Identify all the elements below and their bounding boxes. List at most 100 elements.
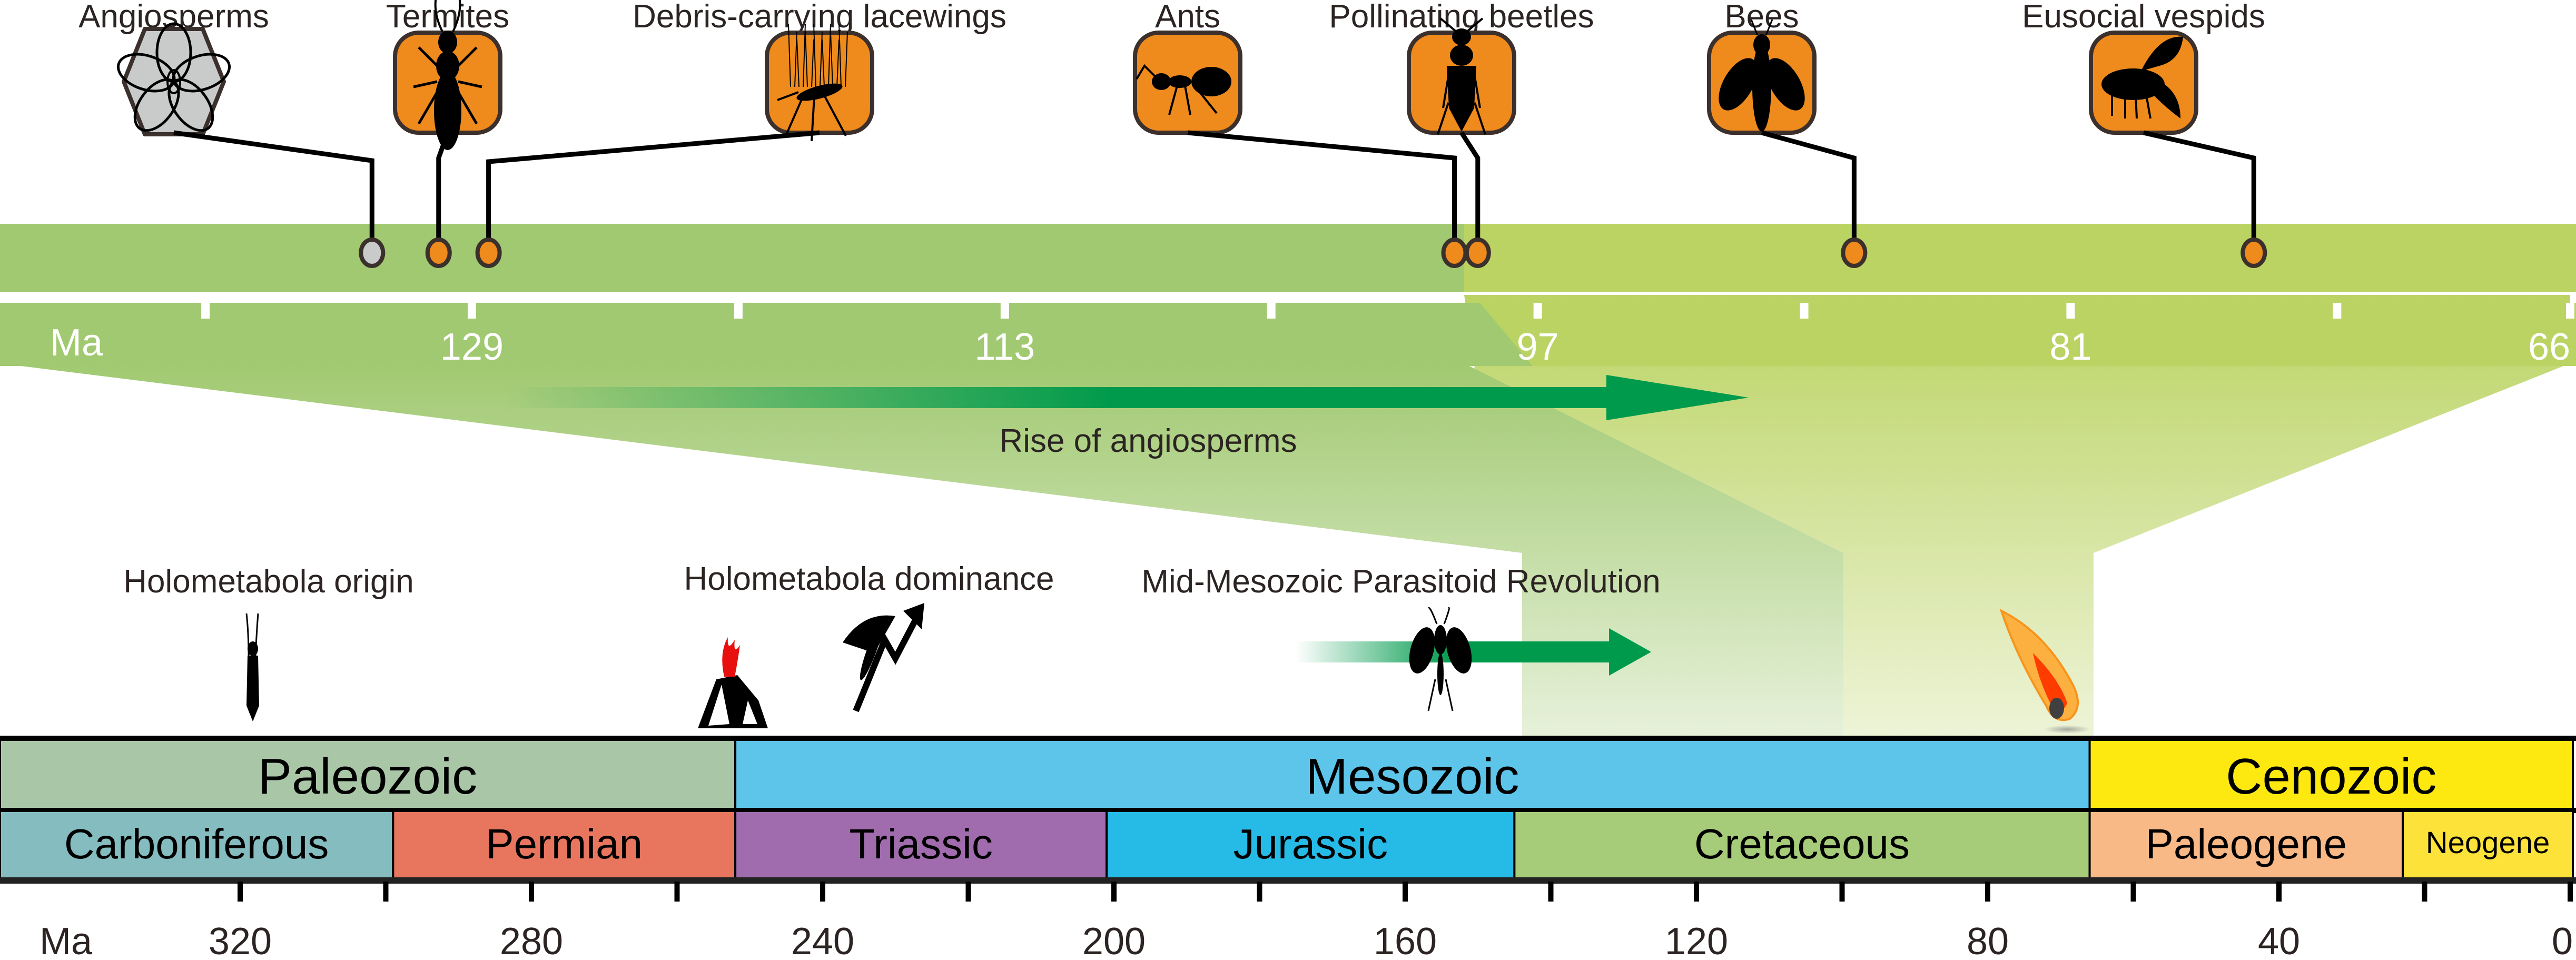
parasitoid-arrow-head <box>1609 628 1651 676</box>
top-axis-tick-label: 66 <box>2528 326 2570 368</box>
period-label: Paleogene <box>2145 820 2347 867</box>
head <box>1452 28 1471 45</box>
event-pollinating-beetles: Pollinating beetles <box>1329 0 1594 268</box>
event-label: Debris-carrying lacewings <box>633 0 1006 35</box>
debris-strand <box>813 23 816 87</box>
insect-badge <box>765 31 874 135</box>
bottom-axis-tick <box>2130 882 2136 902</box>
holometabola-insect-icon <box>245 613 259 721</box>
event-termites: Termites <box>386 0 509 268</box>
bottom-axis-tick <box>1985 882 1990 902</box>
debris-strand <box>822 39 825 87</box>
connector-line <box>1761 130 1857 242</box>
parasitoid-wasp-icon <box>1296 607 1651 711</box>
wasp-thorax <box>1434 625 1447 655</box>
debris-strand <box>805 31 808 87</box>
rise-arrow-shaft <box>506 387 1612 408</box>
top-band-late <box>1464 224 2576 292</box>
head <box>248 641 258 656</box>
era-mesozoic: Mesozoic <box>734 739 2091 812</box>
bottom-axis-tick <box>965 882 971 902</box>
event-dot[interactable] <box>425 237 452 268</box>
event-bees: Bees <box>1707 0 1868 268</box>
volcano-body <box>698 675 768 728</box>
bottom-axis-tick <box>2422 882 2427 902</box>
mid-event-label: Holometabola dominance <box>684 561 1054 597</box>
wasp-wing-right <box>1446 627 1472 674</box>
period-block <box>392 810 737 880</box>
top-axis-tick <box>2566 303 2574 319</box>
bottom-axis-tick <box>820 882 825 902</box>
event-label: Termites <box>386 0 509 35</box>
volcano-icon <box>698 637 768 728</box>
era-cenozoic: Cenozoic <box>2088 739 2574 812</box>
thorax <box>1168 75 1191 88</box>
top-axis-tick <box>2333 303 2342 319</box>
elytra <box>1447 66 1476 132</box>
period-label: Jurassic <box>1233 820 1388 867</box>
lacewing-icon <box>777 23 848 142</box>
top-band-early <box>0 224 1464 292</box>
connector-line <box>2143 130 2256 242</box>
period-carboniferous: Carboniferous <box>0 810 394 880</box>
period-label: Permian <box>486 820 643 867</box>
legs <box>2111 92 2151 119</box>
period-label: Triassic <box>849 820 993 867</box>
event-dot[interactable] <box>359 237 386 268</box>
bottom-axis-tick-label: 320 <box>209 921 272 960</box>
wing-top <box>2141 36 2183 71</box>
bottom-axis-tick <box>238 882 243 902</box>
period-triassic: Triassic <box>734 810 1108 880</box>
rise-arrow-head <box>1606 375 1749 420</box>
wing-bottom <box>2149 76 2180 118</box>
era-paleozoic: Paleozoic <box>0 739 737 812</box>
bottom-axis-tick <box>383 882 389 902</box>
period-label: Carboniferous <box>64 820 329 867</box>
bottom-axis-tick-label: 0 <box>2552 921 2573 960</box>
top-axis-unit-label: Ma <box>50 322 103 364</box>
event-dot[interactable] <box>2241 237 2267 268</box>
body <box>246 656 259 721</box>
legs <box>413 46 482 125</box>
meteor-icon <box>1999 609 2091 734</box>
rising-arrow-head <box>903 603 924 629</box>
ant-icon <box>1136 64 1231 115</box>
event-dot[interactable] <box>1464 237 1491 268</box>
connector-line <box>486 130 820 242</box>
top-axis-tick-label: 81 <box>2049 326 2091 368</box>
funnel-dark <box>0 363 1843 740</box>
debris-strand <box>838 23 842 87</box>
legs <box>777 91 847 142</box>
top-axis-tick-label: 97 <box>1517 326 1559 368</box>
axis-band-late <box>1464 303 2576 366</box>
termite-icon <box>413 0 482 150</box>
pronotum <box>1450 45 1473 66</box>
wing-right <box>1766 58 1805 111</box>
rise-of-angiosperms-label: Rise of angiosperms <box>999 423 1297 459</box>
top-axis-tick <box>1800 303 1809 319</box>
bottom-axis-tick-label: 240 <box>791 921 854 960</box>
mid-event-label: Holometabola origin <box>123 563 413 600</box>
scale-top-border <box>0 736 2576 741</box>
top-axis-tick <box>1533 303 1542 319</box>
antennae <box>434 0 461 32</box>
petal <box>116 53 176 93</box>
gaster <box>1191 67 1231 96</box>
rising-arrow <box>853 615 921 712</box>
head <box>438 31 457 54</box>
event-dot[interactable] <box>1441 237 1468 268</box>
period-block <box>0 810 394 880</box>
scale-bottom-border <box>0 877 2576 884</box>
event-dot[interactable] <box>1841 237 1868 268</box>
event-label: Eusocial vespids <box>2022 0 2265 35</box>
event-dot[interactable] <box>475 237 502 268</box>
era-label: Mesozoic <box>1306 748 1519 805</box>
bottom-axis-tick-label: 120 <box>1665 921 1728 960</box>
connector-line <box>436 132 450 242</box>
period-cretaceous: Cretaceous <box>1513 810 2091 880</box>
bottom-axis-tick <box>1257 882 1262 902</box>
debris-strand <box>845 31 848 87</box>
event-debris-carrying-lacewings: Debris-carrying lacewings <box>475 0 1006 268</box>
debris-strand <box>811 39 814 87</box>
bottom-axis-tick <box>2276 882 2282 902</box>
